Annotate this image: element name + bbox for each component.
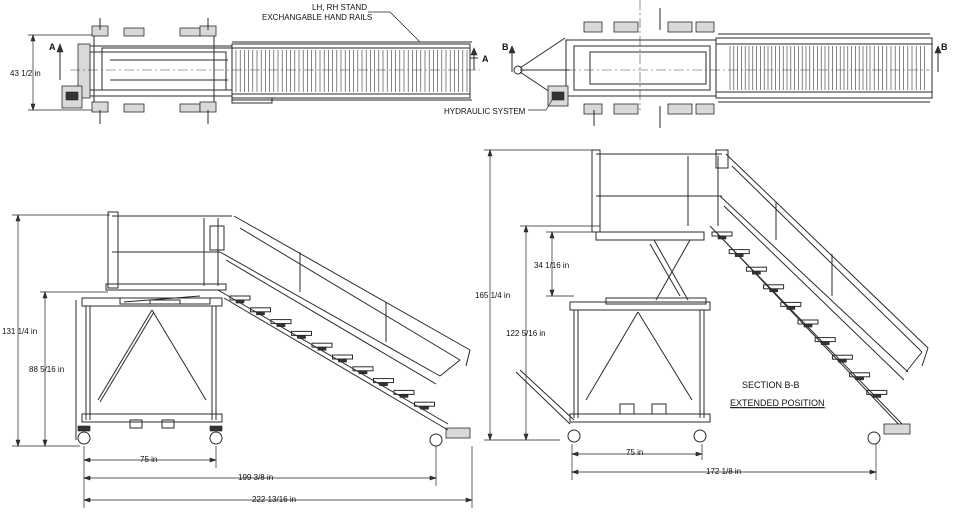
left-platform-height: 88 5/16 in [29,365,64,374]
plan-view-left: 43 1/2 in A [10,3,489,124]
step [728,249,750,255]
section-b-left: B [502,42,509,52]
right-platform-height: 122 5/16 in [506,329,546,338]
section-subtitle: EXTENDED POSITION [730,398,825,408]
handrails-label-1: LH, RH STAND [312,3,367,12]
step-bracket [803,323,813,328]
right-lift-dim: 34 1/16 in [534,261,569,270]
step-bracket [297,335,306,339]
step-bracket [769,288,778,293]
step-bracket [256,311,265,316]
plan-left-casters [91,18,217,124]
step-bracket [379,382,388,386]
section-title: SECTION B-B [742,380,800,390]
step-bracket [734,253,744,257]
left-base-dim: 75 in [140,455,157,464]
step-bracket [752,270,761,275]
handrails-label-2: EXCHANGABLE HAND RAILS [262,13,372,22]
plan-right-treads [729,46,925,90]
left-steps [229,295,435,410]
step-bracket [872,394,882,398]
elevation-left: 131 1/4 in 88 5/16 in [2,211,473,508]
right-steps [711,231,888,398]
left-length-2: 222 13/16 in [252,495,296,504]
step-bracket [338,358,347,363]
section-a-left: A [49,42,56,52]
left-total-height: 131 1/4 in [2,327,37,336]
plan-left-treads [235,50,468,92]
section-a-right: A [482,54,489,64]
elevation-right: 165 1/4 in 34 1/16 in 122 5/16 in [475,149,929,480]
step-bracket [276,323,286,327]
step-bracket [786,306,796,310]
left-length-1: 199 3/8 in [238,473,273,482]
step [414,401,435,407]
step-bracket [399,394,409,398]
step-bracket [717,235,727,240]
step-bracket [317,346,327,351]
step-bracket [855,376,864,381]
section-b-right: B [941,42,948,52]
step-bracket [358,370,368,375]
right-base-dim: 75 in [626,448,643,457]
hydraulic-label: HYDRAULIC SYSTEM [444,107,526,116]
step-bracket [820,341,830,345]
step-bracket [838,358,847,363]
top-width-label: 43 1/2 in [10,69,41,78]
plan-view-right: B HYDRAULIC SYSTEM [444,0,948,128]
step-bracket [420,405,429,410]
right-total-height: 165 1/4 in [475,291,510,300]
step [229,295,251,301]
plan-right-casters [583,8,715,128]
right-length-dim: 172 1/8 in [706,467,741,476]
step-bracket [235,299,245,304]
step [711,231,733,237]
